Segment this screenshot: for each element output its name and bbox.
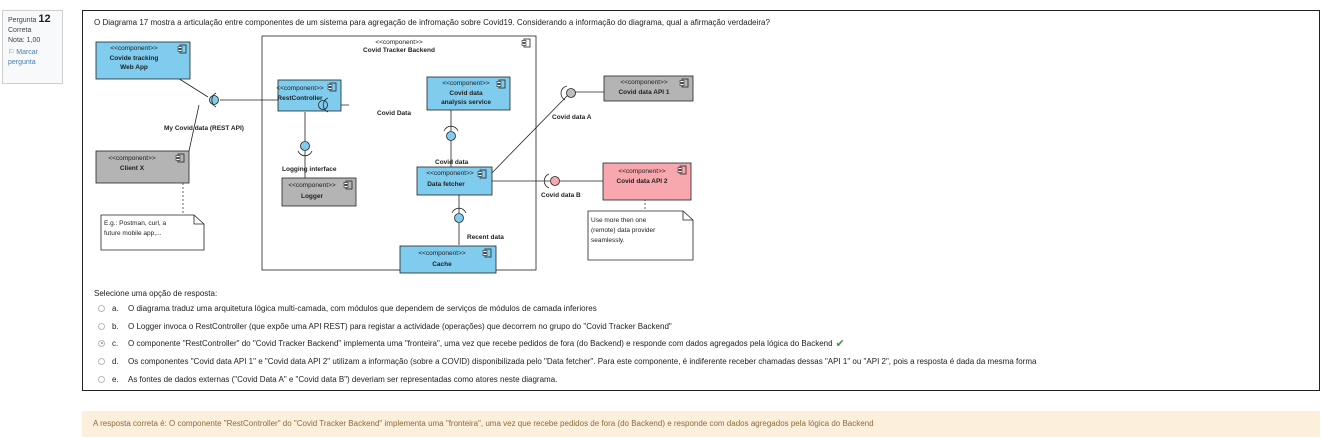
interface-covid-data-top (318, 97, 329, 113)
client-stereotype: <<component>> (108, 155, 156, 162)
rest-controller-name: RestController (277, 95, 323, 102)
option-text-c: O componente "RestController" do "Covid … (128, 338, 833, 348)
answer-prompt: Selecione uma opção de resposta: (94, 289, 218, 298)
backend-title: Covid Tracker Backend (363, 47, 435, 54)
note-client-line-2: future mobile app,... (104, 230, 162, 237)
answer-option-c[interactable]: c. O componente "RestController" do "Cov… (98, 337, 845, 350)
api1-stereotype: <<component>> (620, 79, 668, 86)
label-covid-data-a: Covid data A (552, 114, 592, 121)
radio-d[interactable] (98, 357, 105, 365)
answer-option-d[interactable]: d. Os componentes "Covid data API 1" e "… (98, 355, 1036, 367)
component-analysis-service: <<component>> Covid data analysis servic… (426, 76, 511, 111)
fetcher-name: Data fetcher (427, 181, 465, 188)
web-app-name-2: Web App (120, 64, 148, 71)
option-text-a: O diagrama traduz uma arquitetura lógica… (128, 303, 597, 313)
backend-stereotype: <<component>> (375, 39, 423, 46)
flag-icon: ⚐ (8, 49, 15, 56)
note-client: E.g.: Postman, curl, a future mobile app… (100, 214, 205, 251)
option-letter-d: d. (112, 356, 119, 366)
web-app-stereotype: <<component>> (110, 45, 158, 52)
option-letter-c: c. (112, 338, 119, 348)
question-grade: Nota: 1,00 (8, 37, 41, 44)
component-diagram: <<component>> Covid Tracker Backend (95, 35, 694, 274)
flag-question-link[interactable]: ⚐ Marcar pergunta (8, 48, 57, 68)
question-prompt: O Diagrama 17 mostra a articulação entre… (94, 18, 770, 27)
question-state: Correta (8, 27, 32, 34)
note-api2: Use more then one (remote) data provider… (587, 210, 694, 261)
component-logger: <<component>> Logger (281, 177, 357, 207)
question-number-value: 12 (38, 13, 51, 25)
option-letter-a: a. (112, 303, 119, 313)
component-covid-data-api-1: <<component>> Covid data API 1 (603, 75, 694, 102)
interface-recent-data (451, 207, 467, 223)
label-rest-api: My Covid data (REST API) (164, 125, 244, 132)
flag-label: Marcar pergunta (8, 49, 39, 66)
backend-container (261, 35, 537, 271)
rest-controller-stereotype: <<component>> (276, 85, 324, 92)
cache-name: Cache (432, 261, 452, 268)
note-api2-line-2: (remote) data provider (591, 227, 656, 234)
note-api2-line-1: Use more then one (591, 217, 647, 224)
note-api2-line-3: seamlessly. (591, 237, 625, 244)
logger-stereotype: <<component>> (288, 182, 336, 189)
question-number: Pergunta 12 (8, 14, 57, 26)
correct-answer-feedback: A resposta correta é: O componente "Rest… (82, 411, 1320, 437)
correct-check-icon: ✔ (835, 337, 845, 350)
radio-c[interactable] (98, 339, 105, 347)
component-data-fetcher: <<component>> Data fetcher (416, 166, 493, 196)
label-covid-data-b: Covid data B (541, 192, 581, 199)
option-text-e: As fontes de dados externas ("Covid Data… (128, 374, 558, 384)
cache-stereotype: <<component>> (418, 250, 466, 257)
label-recent-data: Recent data (467, 234, 504, 241)
component-client-x: <<component>> Client X (95, 150, 190, 184)
label-covid-data-mid: Covid data (435, 159, 469, 166)
interface-covid-data-mid (443, 125, 459, 141)
interface-covid-data-b (543, 173, 560, 189)
component-cache: <<component>> Cache (399, 245, 497, 274)
answer-option-b[interactable]: b. O Logger invoca o RestController (que… (98, 320, 672, 332)
api2-stereotype: <<component>> (618, 168, 666, 175)
radio-b[interactable] (98, 322, 105, 330)
option-text-d: Os componentes "Covid data API 1" e "Cov… (128, 356, 1037, 366)
api1-name: Covid data API 1 (618, 89, 669, 96)
answer-option-a[interactable]: a. O diagrama traduz uma arquitetura lóg… (98, 302, 597, 314)
interface-rest-api (209, 92, 219, 108)
component-web-app: <<component>> Covide tracking Web App (95, 41, 191, 80)
note-client-line-1: E.g.: Postman, curl, a (104, 220, 167, 227)
option-letter-b: b. (112, 321, 119, 331)
radio-a[interactable] (98, 304, 105, 312)
fetcher-stereotype: <<component>> (426, 170, 474, 177)
api2-name: Covid data API 2 (616, 178, 667, 185)
interface-logging (297, 141, 313, 157)
answer-option-e[interactable]: e. As fontes de dados externas ("Covid D… (98, 373, 557, 385)
question-label: Pergunta (8, 17, 37, 24)
analysis-name-2: analysis service (441, 99, 491, 106)
option-text-b: O Logger invoca o RestController (que ex… (128, 321, 672, 331)
label-covid-data-top: Covid Data (377, 110, 411, 117)
analysis-name-1: Covid data (449, 90, 483, 97)
radio-e[interactable] (98, 375, 105, 383)
analysis-stereotype: <<component>> (442, 80, 490, 87)
component-rest-controller: <<component>> RestController (276, 79, 342, 112)
option-letter-e: e. (112, 374, 119, 384)
question-info-panel: Pergunta 12 Correta Nota: 1,00 ⚐ Marcar … (2, 10, 63, 84)
label-logging: Logging interface (282, 166, 337, 173)
client-name: Client X (120, 165, 145, 172)
web-app-name-1: Covide tracking (110, 55, 159, 62)
component-covid-data-api-2: <<component>> Covid data API 2 (602, 162, 692, 201)
question-content: O Diagrama 17 mostra a articulação entre… (82, 10, 1320, 391)
logger-name: Logger (301, 193, 323, 200)
interface-covid-data-a (560, 85, 576, 101)
